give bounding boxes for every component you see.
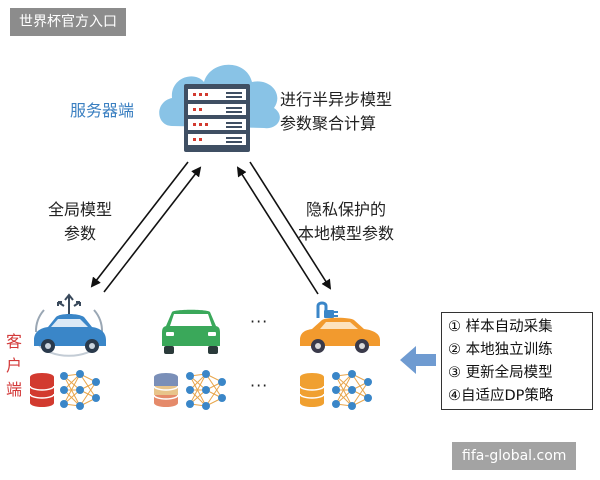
blue-car-icon	[34, 293, 106, 357]
step-4-adaptive-dp: ④自适应DP策略	[448, 388, 554, 404]
step-3-update-global-model: ③ 更新全局模型	[448, 365, 553, 381]
neural-network-icon	[60, 370, 100, 410]
server-compute-text: 进行半异步模型 参数聚合计算	[280, 88, 392, 136]
server-label: 服务器端	[70, 101, 135, 120]
global-params-down-arrow	[90, 161, 189, 288]
watermark: fifa-global.com	[452, 442, 577, 470]
neural-network-icon	[332, 370, 372, 410]
step-1-sample-collection: ① 样本自动采集	[448, 319, 553, 335]
red-database-icon	[29, 373, 55, 407]
local-params-up-arrow	[236, 166, 319, 295]
site-badge: 世界杯官方入口	[10, 8, 126, 36]
server-compute-line-2: 参数聚合计算	[280, 114, 377, 133]
step-2-local-training: ② 本地独立训练	[448, 342, 553, 358]
global-params-line-1: 全局模型	[48, 200, 113, 219]
neural-network-icon	[186, 370, 226, 410]
client-label-char-3: 端	[5, 380, 22, 399]
electric-car-icon	[300, 301, 380, 353]
multicolor-database-icon	[153, 373, 179, 407]
green-car-icon	[162, 309, 220, 354]
global-params-line-2: 参数	[64, 224, 97, 243]
local-params-label: 隐私保护的 本地模型参数	[298, 198, 394, 246]
local-params-line-1: 隐私保护的	[306, 200, 387, 219]
server-compute-line-1: 进行半异步模型	[280, 90, 393, 109]
left-arrow-icon	[400, 346, 436, 374]
server-cloud-icon	[159, 64, 280, 152]
orange-database-icon	[299, 373, 325, 407]
client-ellipsis-top: ···	[250, 312, 269, 331]
global-params-up-arrow	[103, 166, 202, 293]
global-params-label: 全局模型 参数	[48, 198, 112, 246]
client-label-char-2: 户	[5, 356, 22, 375]
local-params-down-arrow	[249, 161, 332, 290]
server-rack-icon	[184, 84, 250, 152]
local-steps-box: ① 样本自动采集 ② 本地独立训练 ③ 更新全局模型 ④自适应DP策略	[441, 312, 593, 410]
client-label: 客 户 端	[5, 330, 23, 402]
client-ellipsis-bottom: ···	[250, 376, 269, 395]
local-params-line-2: 本地模型参数	[298, 224, 395, 243]
client-label-char-1: 客	[5, 332, 22, 351]
